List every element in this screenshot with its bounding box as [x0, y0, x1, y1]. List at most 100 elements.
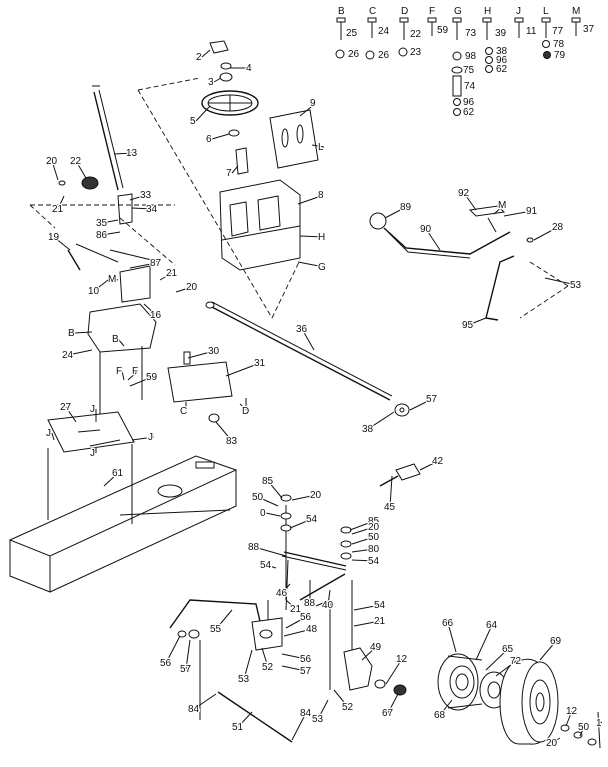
callout-c2: 2: [196, 52, 202, 63]
leader-line: [121, 370, 125, 381]
callout-c50c: 50: [578, 722, 590, 733]
callout-c86: 86: [96, 230, 108, 241]
leader-line: [201, 49, 211, 58]
callout-c5: 5: [190, 116, 196, 127]
callout-c35: 35: [96, 218, 108, 229]
callout-cJ2: J: [46, 428, 51, 439]
leader-line: [281, 653, 307, 660]
legend-letter-c: C: [369, 6, 376, 17]
callout-c42: 42: [432, 456, 444, 467]
leader-line: [425, 228, 441, 251]
callout-c40: 40: [322, 600, 334, 611]
leader-line: [297, 194, 325, 205]
tie-rod-assembly: [169, 494, 373, 743]
leader-line: [195, 105, 211, 122]
shift-lever: [369, 205, 534, 259]
leader-line: [101, 231, 121, 236]
callout-c38: 38: [362, 424, 374, 435]
leader-line: [187, 350, 215, 359]
steering-assembly: [137, 40, 319, 319]
callout-c4: 4: [246, 63, 252, 74]
leader-line: [544, 277, 577, 286]
leader-line: [409, 398, 433, 411]
leader-line: [485, 648, 509, 671]
callout-c19: 19: [48, 232, 60, 243]
callout-c85: 85: [262, 476, 274, 487]
leader-line: [495, 660, 517, 677]
callout-cG: G: [318, 262, 326, 273]
callout-c36: 36: [296, 324, 308, 335]
leader-line: [127, 370, 139, 381]
leader-line: [301, 328, 315, 351]
leader-line: [351, 526, 375, 535]
callout-c53a: 53: [570, 280, 582, 291]
leader-line: [361, 646, 377, 661]
legend-letter-g: G: [454, 6, 462, 17]
leader-line: [51, 160, 59, 181]
leader-line: [281, 665, 307, 672]
leader-line: [597, 719, 603, 724]
leader-line: [475, 624, 493, 661]
callout-c95: 95: [462, 320, 474, 331]
callout-c22: 22: [70, 156, 82, 167]
legend-c-num-1: 24: [378, 26, 390, 37]
leader-line: [103, 472, 119, 487]
callout-c88a: 88: [248, 542, 260, 553]
callout-c84b: 84: [300, 708, 312, 719]
leader-line: [447, 622, 457, 653]
leader-line: [551, 737, 561, 744]
leader-line: [131, 436, 155, 441]
leader-line: [93, 279, 109, 292]
callout-c84a: 84: [188, 704, 200, 715]
callout-cC: C: [180, 406, 187, 417]
callout-c54b: 54: [368, 556, 380, 567]
callout-c54c: 54: [260, 560, 272, 571]
steering-cap: [209, 40, 229, 54]
legend-d-num-2: 23: [410, 47, 422, 58]
steering-wheel: [201, 90, 259, 116]
callout-c20e: 20: [546, 738, 558, 749]
callout-c31: 31: [254, 358, 266, 369]
callout-c1: 1: [596, 718, 602, 729]
callout-c21b: 21: [166, 268, 178, 279]
leader-line: [243, 649, 253, 680]
callout-c89: 89: [400, 202, 412, 213]
leader-line: [67, 349, 93, 356]
callout-c50b: 50: [368, 532, 380, 543]
callout-c80: 80: [368, 544, 380, 555]
callout-c50a: 50: [252, 492, 264, 503]
legend-letter-l: L: [543, 6, 549, 17]
callout-c30: 30: [208, 346, 220, 357]
callout-cM2: M: [108, 274, 116, 285]
leader-line: [117, 338, 125, 347]
leader-line: [131, 207, 153, 210]
leader-line: [285, 616, 307, 629]
callout-c64: 64: [486, 620, 498, 631]
wheel-hub: [437, 653, 479, 711]
callout-cJ3: J: [148, 432, 153, 443]
callout-c8: 8: [318, 190, 324, 201]
legend-letter-m: M: [572, 6, 580, 17]
callout-c16: 16: [150, 310, 162, 321]
leader-line: [285, 599, 297, 610]
callout-cL: L: [318, 142, 324, 153]
callout-c90: 90: [420, 224, 432, 235]
callout-c6: 6: [206, 134, 212, 145]
callout-c59: 59: [146, 372, 158, 383]
leader-line: [213, 77, 222, 83]
leader-line: [349, 520, 375, 531]
leader-line: [539, 640, 557, 661]
leader-line: [65, 406, 77, 423]
steering-shaft: [92, 85, 124, 191]
leader-line: [165, 635, 181, 664]
callout-c27: 27: [60, 402, 72, 413]
callout-cF1: F: [116, 366, 122, 377]
leader-line: [129, 194, 147, 201]
callout-c49: 49: [370, 642, 382, 653]
leader-line: [503, 210, 533, 217]
callout-c85b: 85: [368, 516, 380, 527]
callout-c28: 28: [552, 222, 564, 233]
callout-c3: 3: [208, 77, 214, 88]
leader-line: [387, 693, 399, 714]
legend-d-num-1: 22: [410, 29, 422, 40]
